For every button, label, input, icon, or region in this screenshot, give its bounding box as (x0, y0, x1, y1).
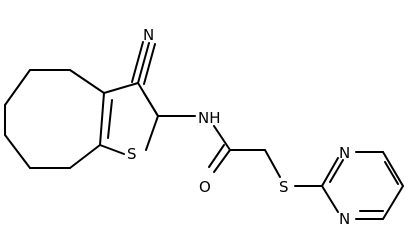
bond (69, 144, 101, 169)
bond (213, 149, 231, 173)
carbonyl-oxygen-label: O (199, 178, 211, 196)
bond (143, 92, 159, 117)
ring-sulfur-label: S (127, 145, 137, 163)
bond (382, 185, 404, 220)
bond (264, 149, 281, 178)
bond (107, 99, 113, 139)
bond (143, 43, 156, 85)
nitrile-nitrogen-label: N (143, 26, 154, 44)
bond (99, 92, 105, 146)
bond (321, 157, 339, 187)
bond (137, 42, 150, 84)
bond (4, 69, 31, 106)
atom-labels: N S NH O S N N (127, 26, 350, 228)
bond (69, 69, 105, 94)
pyrimidine-nitrogen-bottom-label: N (339, 210, 350, 228)
bond (131, 41, 144, 83)
bond (384, 161, 399, 185)
molecule-drawing: N S NH O S N N (4, 26, 404, 228)
bond (103, 82, 139, 94)
bond (208, 144, 225, 168)
bond (382, 151, 404, 187)
bond (4, 134, 31, 169)
bonds (4, 41, 404, 220)
bond (145, 115, 159, 151)
bond (321, 185, 339, 213)
bond (213, 125, 231, 151)
bond (329, 159, 344, 183)
bond (99, 144, 125, 155)
amide-nh-label: NH (198, 109, 221, 127)
pyrimidine-nitrogen-top-label: N (339, 144, 350, 162)
structure-canvas: N S NH O S N N (4, 26, 404, 228)
thioether-sulfur-label: S (279, 178, 289, 196)
